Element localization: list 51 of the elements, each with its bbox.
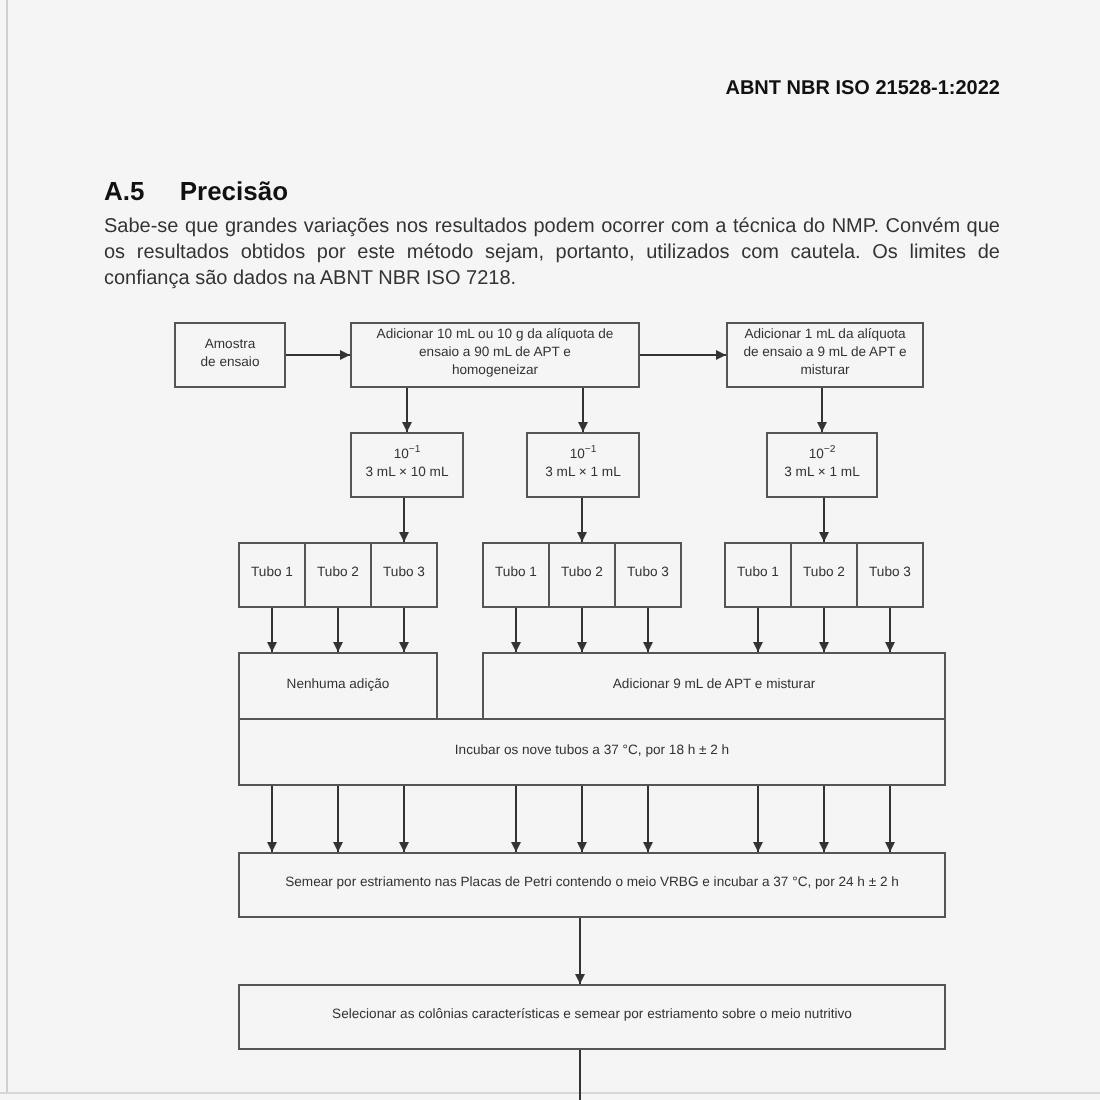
process-box — [482, 652, 946, 720]
arrow — [819, 497, 829, 543]
arrow — [267, 785, 277, 853]
arrow — [639, 350, 727, 360]
process-box — [726, 322, 924, 388]
tube-box — [304, 542, 372, 608]
arrow — [577, 497, 587, 543]
connector-line — [579, 1049, 581, 1100]
arrow — [285, 350, 351, 360]
process-box — [350, 322, 640, 388]
arrow — [885, 607, 895, 653]
section-heading: A.5 Precisão — [104, 174, 289, 210]
tube-box — [790, 542, 858, 608]
arrow — [402, 387, 412, 433]
arrow — [267, 607, 277, 653]
arrow — [885, 785, 895, 853]
arrow — [819, 785, 829, 853]
arrow — [399, 607, 409, 653]
process-box — [238, 852, 946, 918]
dilution-box — [350, 432, 464, 498]
process-box — [238, 718, 946, 786]
arrow — [643, 785, 653, 853]
paragraph: Sabe-se que grandes variações nos resultados podem ocorrer com a técnica do NMP. Convém que os resultados obtidos por este método sejam, portanto, utilizados com cautela. Os limites de confiança são dados na ABNT NBR ISO 7218. — [104, 216, 1000, 293]
sample-box — [174, 322, 286, 388]
arrow — [333, 607, 343, 653]
process-box — [238, 984, 946, 1050]
dilution-box — [526, 432, 640, 498]
standard-reference: ABNT NBR ISO 21528-1:2022 — [725, 76, 1000, 104]
arrow — [819, 607, 829, 653]
arrow — [577, 785, 587, 853]
arrow — [578, 387, 588, 433]
arrow — [817, 387, 827, 433]
arrow — [511, 607, 521, 653]
arrow — [399, 497, 409, 543]
tube-box — [370, 542, 438, 608]
arrow — [399, 785, 409, 853]
dilution-box — [766, 432, 878, 498]
arrow — [333, 785, 343, 853]
tube-box — [614, 542, 682, 608]
arrow — [753, 785, 763, 853]
arrow — [753, 607, 763, 653]
tube-box — [856, 542, 924, 608]
arrow — [511, 785, 521, 853]
arrow — [643, 607, 653, 653]
tube-box — [724, 542, 792, 608]
arrow — [575, 917, 585, 985]
tube-box — [548, 542, 616, 608]
tube-box — [482, 542, 550, 608]
tube-box — [238, 542, 306, 608]
process-box — [238, 652, 438, 720]
arrow — [577, 607, 587, 653]
